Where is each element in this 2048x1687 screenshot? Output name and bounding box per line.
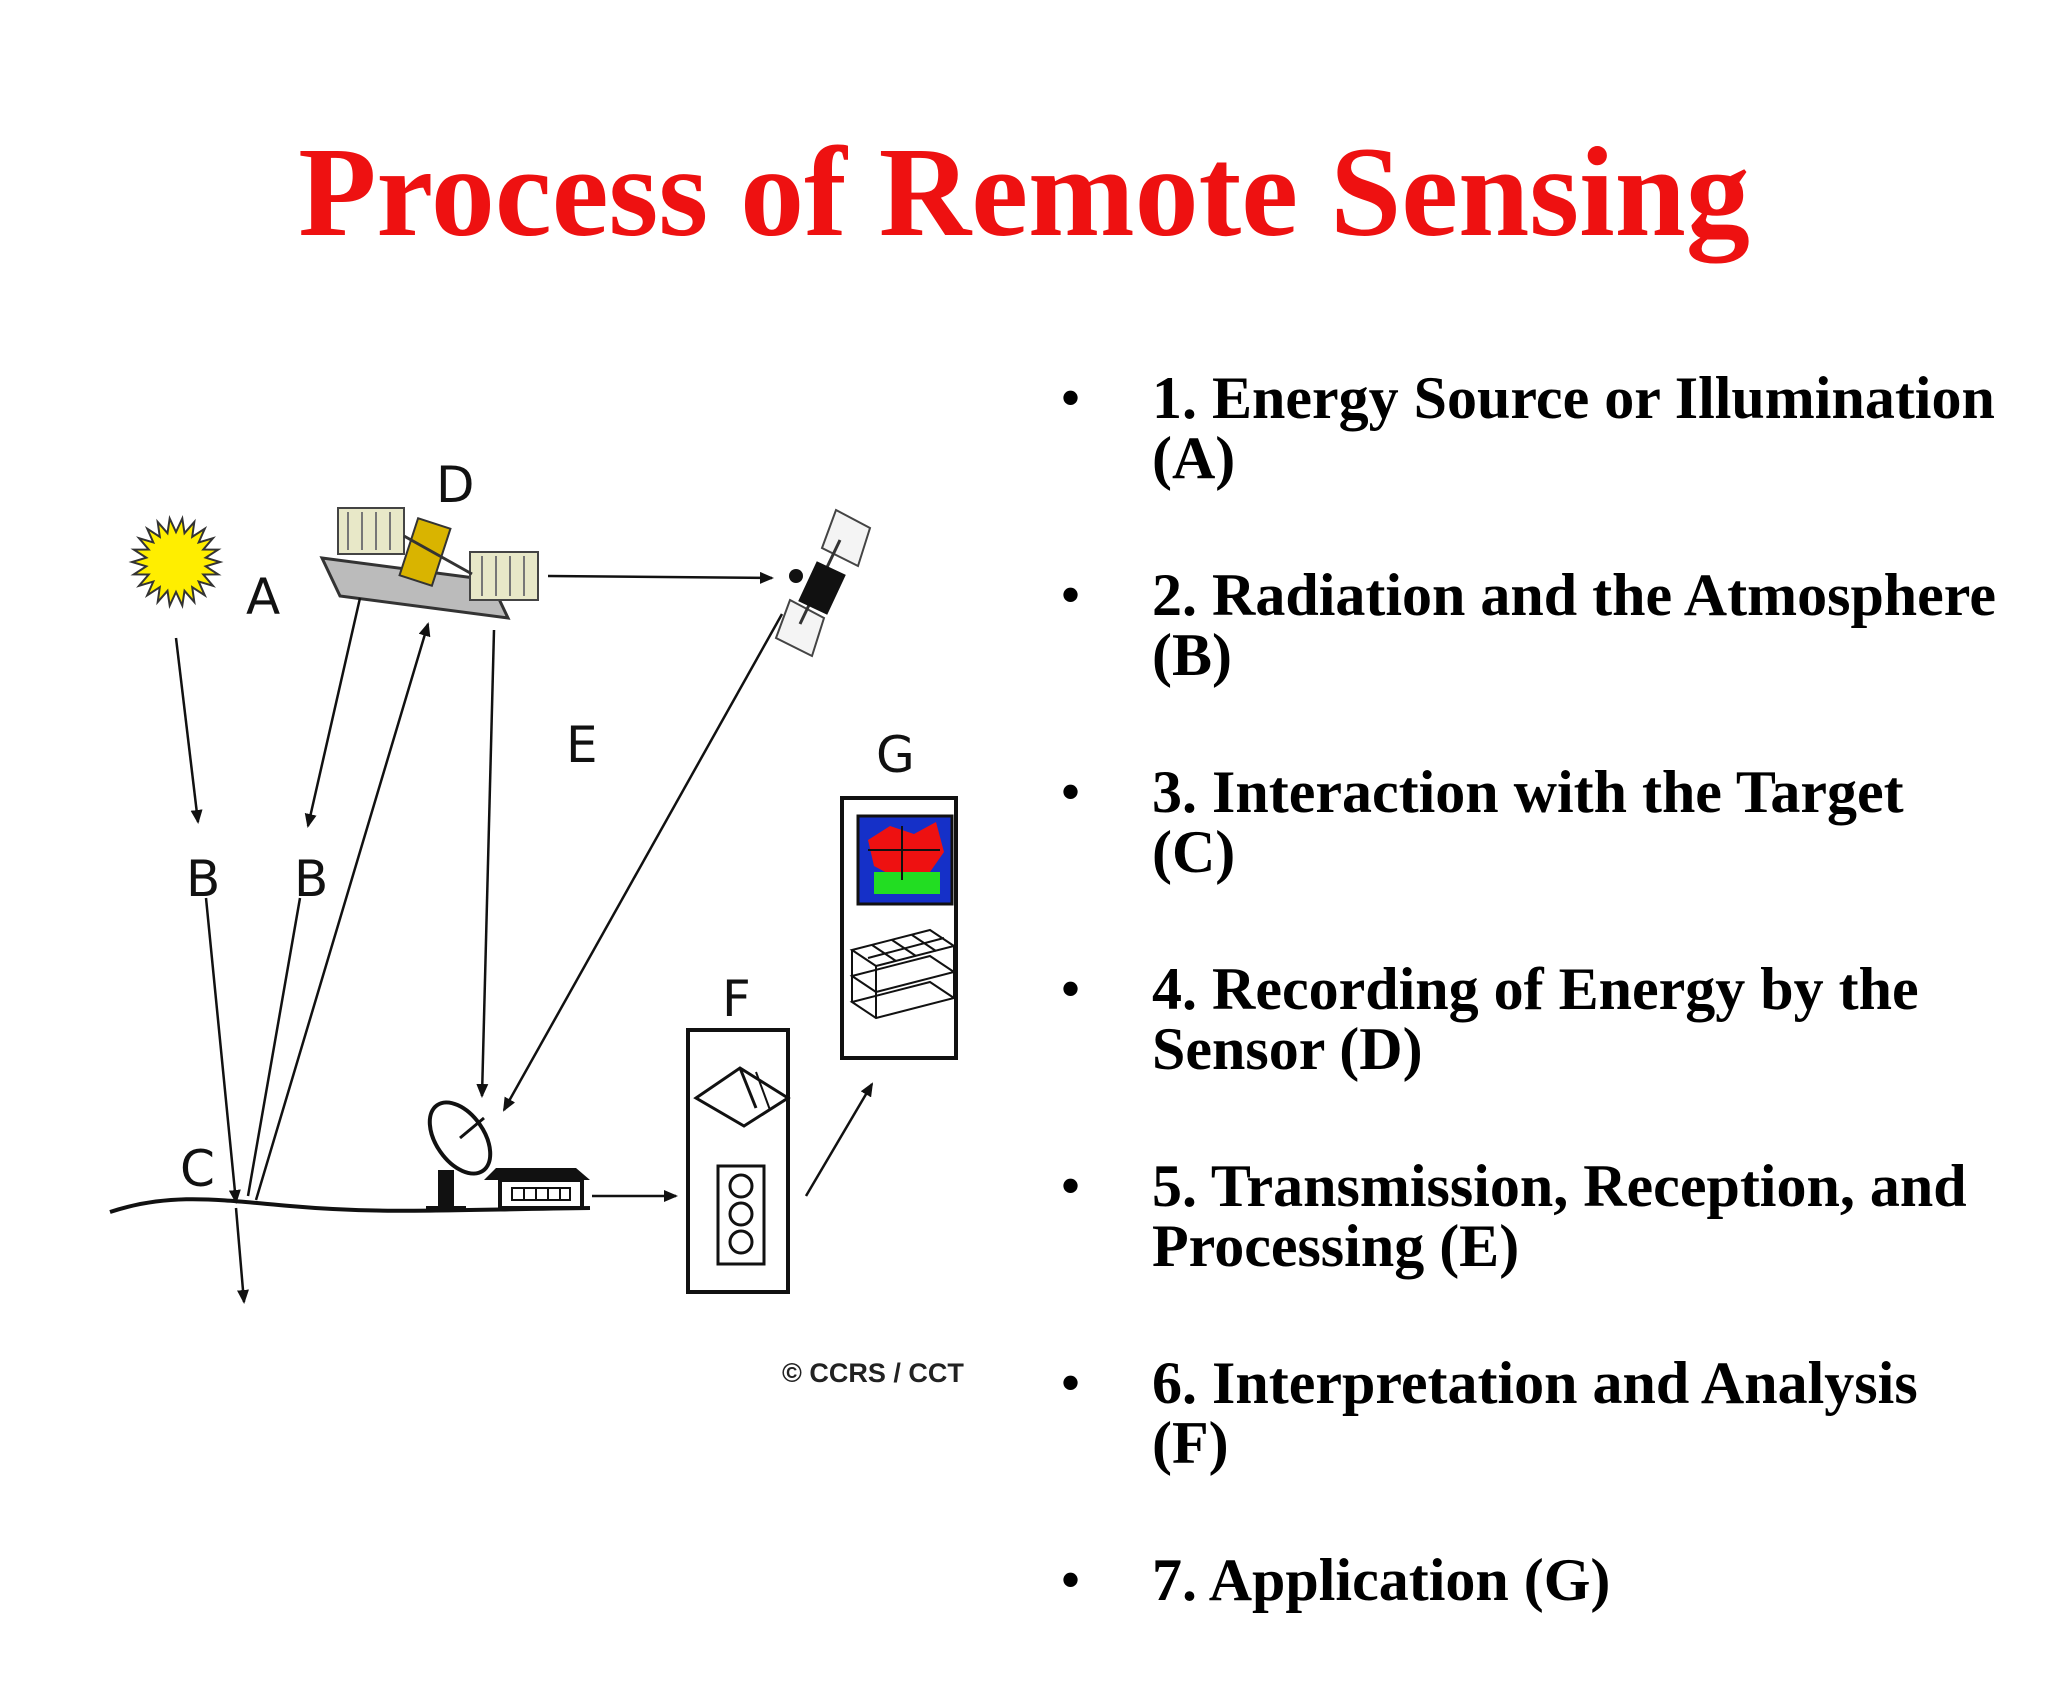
step-text: 4. Recording of Energy by the Sensor (D) — [1152, 956, 1919, 1082]
interpretation-panel — [686, 1028, 791, 1294]
label-a: A — [246, 568, 280, 626]
list-item: • 2. Radiation and the Atmosphere (B) — [1060, 565, 2000, 685]
bullet-icon: • — [1060, 562, 1082, 628]
application-panel — [840, 796, 958, 1060]
page-title: Process of Remote Sensing — [298, 121, 1750, 263]
label-b-outgoing: B — [294, 850, 328, 908]
bullet-icon: • — [1060, 956, 1082, 1022]
label-e: E — [566, 716, 598, 774]
step-text: 7. Application (G) — [1152, 1547, 1611, 1613]
label-b-incoming: B — [186, 850, 220, 908]
step-text: 2. Radiation and the Atmosphere (B) — [1152, 562, 1996, 688]
bullet-icon: • — [1060, 365, 1082, 431]
processing-station-icon — [484, 1168, 590, 1210]
label-c: C — [180, 1140, 215, 1198]
list-item: • 6. Interpretation and Analysis (F) — [1060, 1353, 2000, 1473]
list-item: • 4. Recording of Energy by the Sensor (D… — [1060, 959, 2000, 1079]
list-item: • 3. Interaction with the Target (C) — [1060, 762, 2000, 882]
bullet-icon: • — [1060, 1350, 1082, 1416]
list-item: • 1. Energy Source or Illumination (A) — [1060, 368, 2000, 488]
list-item: • 7. Application (G) — [1060, 1550, 2000, 1610]
bullet-icon: • — [1060, 1547, 1082, 1613]
step-text: 3. Interaction with the Target (C) — [1152, 759, 1904, 885]
list-item: • 5. Transmission, Reception, and Process… — [1060, 1156, 2000, 1276]
label-f: F — [722, 970, 751, 1028]
label-d: D — [436, 456, 475, 514]
relay-satellite-icon — [774, 508, 872, 658]
step-text: 6. Interpretation and Analysis (F) — [1152, 1350, 1918, 1476]
label-g: G — [876, 726, 915, 784]
receiving-dish-icon — [426, 1100, 493, 1210]
step-text: 5. Transmission, Reception, and Processi… — [1152, 1153, 1967, 1279]
process-steps-list: • 1. Energy Source or Illumination (A) • 2… — [1060, 368, 2000, 1687]
copyright-text: © CCRS / CCT — [782, 1358, 964, 1388]
sun-icon — [128, 514, 224, 610]
bullet-icon: • — [1060, 759, 1082, 825]
bullet-icon: • — [1060, 1153, 1082, 1219]
ground-line — [109, 1197, 591, 1214]
energy-paths — [174, 571, 874, 1304]
remote-sensing-diagram: A D B B E G F C © CCRS / CCT — [109, 456, 964, 1388]
sensor-satellite-icon — [319, 507, 539, 620]
step-text: 1. Energy Source or Illumination (A) — [1152, 365, 1995, 491]
